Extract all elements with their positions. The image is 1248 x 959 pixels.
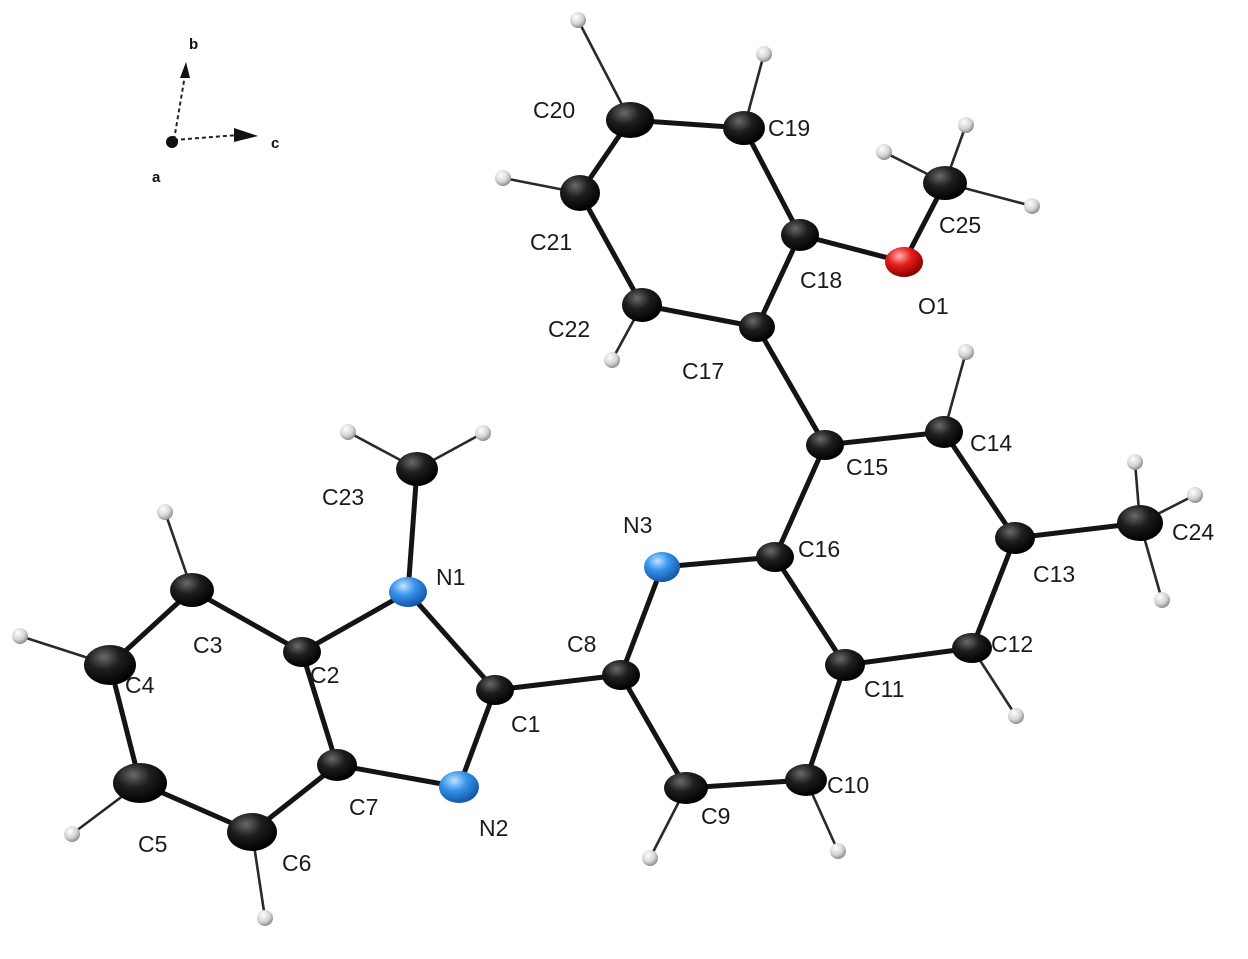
label-C20: C20 xyxy=(533,97,575,123)
label-C21: C21 xyxy=(530,229,572,255)
atom-C20 xyxy=(606,102,654,138)
atom-C23 xyxy=(396,452,438,486)
atom-C10 xyxy=(785,764,827,796)
atom-C8 xyxy=(602,660,640,690)
label-C25: C25 xyxy=(939,212,981,238)
label-O1: O1 xyxy=(918,293,949,319)
atom-C12 xyxy=(952,633,992,663)
atom-C21 xyxy=(560,175,600,211)
atom-C17 xyxy=(739,312,775,342)
label-C4: C4 xyxy=(125,672,155,698)
atom-C2 xyxy=(283,637,321,667)
label-C10: C10 xyxy=(827,772,869,798)
hydrogen-atom xyxy=(1008,708,1024,724)
atom-C4 xyxy=(84,645,136,685)
hydrogen-atom xyxy=(1127,454,1143,470)
atom-C11 xyxy=(825,649,865,681)
hydrogen-atom xyxy=(604,352,620,368)
axis-label-b: b xyxy=(189,36,198,53)
label-C11: C11 xyxy=(864,676,905,702)
atom-C13 xyxy=(995,522,1035,554)
atom-C19 xyxy=(723,111,765,145)
hydrogen-atom xyxy=(157,504,173,520)
atom-C22 xyxy=(622,288,662,322)
label-C6: C6 xyxy=(282,850,311,876)
hydrogen-atom xyxy=(958,117,974,133)
label-C8: C8 xyxy=(567,631,596,657)
atom-N3 xyxy=(644,552,680,582)
label-C23: C23 xyxy=(322,484,364,510)
label-C24: C24 xyxy=(1172,519,1214,545)
label-C19: C19 xyxy=(768,115,810,141)
hydrogen-atom xyxy=(756,46,772,62)
hydrogen-atom xyxy=(64,826,80,842)
hydrogen-atom xyxy=(642,850,658,866)
label-C18: C18 xyxy=(800,267,842,293)
label-C9: C9 xyxy=(701,803,730,829)
axis-label-c: c xyxy=(271,135,279,152)
hydrogen-atom xyxy=(1154,592,1170,608)
atom-C25 xyxy=(923,166,967,200)
label-C1: C1 xyxy=(511,711,540,737)
atom-N1 xyxy=(389,577,427,607)
hydrogen-atom xyxy=(1187,487,1203,503)
atom-O1 xyxy=(885,247,923,277)
atom-C24 xyxy=(1117,505,1163,541)
atom-labels: C20 C19 C21 C25 C18 O1 C22 C17 C14 C15 C… xyxy=(125,97,1214,876)
hydrogen-atom xyxy=(495,170,511,186)
label-N3: N3 xyxy=(623,512,652,538)
label-C12: C12 xyxy=(991,631,1033,657)
hydrogen-atom xyxy=(12,628,28,644)
atom-C7 xyxy=(317,749,357,781)
atom-C1 xyxy=(476,675,514,705)
label-C13: C13 xyxy=(1033,561,1075,587)
hydrogen-atom xyxy=(1024,198,1040,214)
hydrogen-atom xyxy=(257,910,273,926)
hydrogen-atom xyxy=(830,843,846,859)
hydrogen-atom xyxy=(570,12,586,28)
atom-C9 xyxy=(664,772,708,804)
label-N2: N2 xyxy=(479,815,508,841)
label-C2: C2 xyxy=(310,662,339,688)
atom-C6 xyxy=(227,813,277,851)
atom-C5 xyxy=(113,763,167,803)
label-C7: C7 xyxy=(349,794,378,820)
label-C16: C16 xyxy=(798,536,840,562)
label-C5: C5 xyxy=(138,831,167,857)
hydrogen-atom xyxy=(340,424,356,440)
hydrogen-atom xyxy=(475,425,491,441)
label-N1: N1 xyxy=(436,564,465,590)
heavy-atom-bonds xyxy=(107,117,1143,835)
label-C22: C22 xyxy=(548,316,590,342)
atom-C3 xyxy=(170,573,214,607)
atom-N2 xyxy=(439,771,479,803)
axis-label-a: a xyxy=(152,169,161,186)
axis-indicator xyxy=(166,62,258,148)
label-C15: C15 xyxy=(846,454,888,480)
hydrogen-atoms xyxy=(12,12,1203,926)
label-C14: C14 xyxy=(970,430,1012,456)
hydrogen-atom xyxy=(876,144,892,160)
atom-C18 xyxy=(781,219,819,251)
hydrogen-atom xyxy=(958,344,974,360)
atom-C16 xyxy=(756,542,794,572)
atom-C14 xyxy=(925,416,963,448)
heavy-atoms xyxy=(84,102,1163,851)
label-C3: C3 xyxy=(193,632,222,658)
atom-C15 xyxy=(806,430,844,460)
label-C17: C17 xyxy=(682,358,724,384)
